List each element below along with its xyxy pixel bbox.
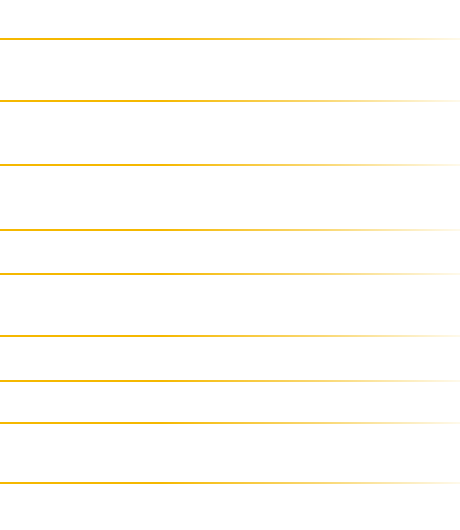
horizontal-rule-7 [0, 380, 460, 382]
horizontal-rule-5 [0, 273, 460, 275]
horizontal-rule-8 [0, 422, 460, 424]
horizontal-rule-2 [0, 100, 460, 102]
horizontal-rule-4 [0, 229, 460, 231]
horizontal-rule-9 [0, 482, 460, 484]
horizontal-rule-1 [0, 38, 460, 40]
horizontal-rule-6 [0, 335, 460, 337]
horizontal-rule-3 [0, 164, 460, 166]
